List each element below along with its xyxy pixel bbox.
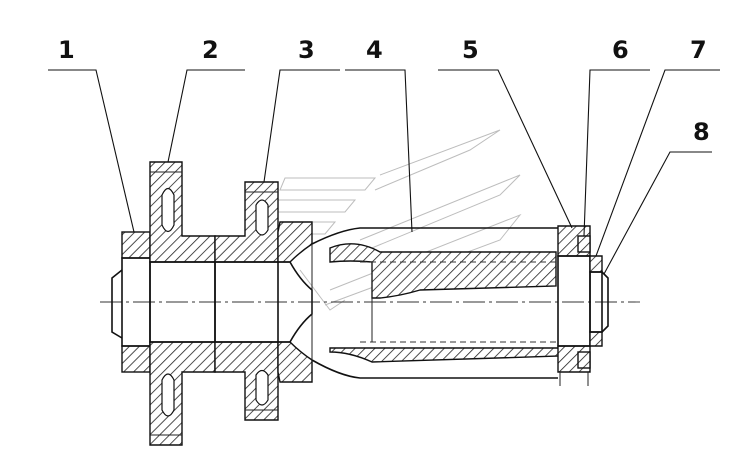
part-8-end-cap (601, 271, 609, 333)
callout-7: 7 (690, 36, 707, 64)
callout-3: 3 (298, 36, 315, 64)
callout-8: 8 (693, 118, 710, 146)
part-4-hollow-shaft (311, 227, 561, 379)
part-6-retaining-ring (577, 235, 591, 369)
callout-1: 1 (58, 36, 75, 64)
part-2-left-flange (149, 161, 216, 446)
callout-labels: 1 2 3 4 5 6 7 8 (58, 36, 710, 146)
callout-2: 2 (202, 36, 219, 64)
part-3-right-flange (214, 181, 279, 421)
callout-6: 6 (612, 36, 629, 64)
callout-4: 4 (366, 36, 383, 64)
part-7-end-nut (589, 255, 603, 347)
leader-lines (48, 69, 720, 275)
callout-5: 5 (462, 36, 479, 64)
